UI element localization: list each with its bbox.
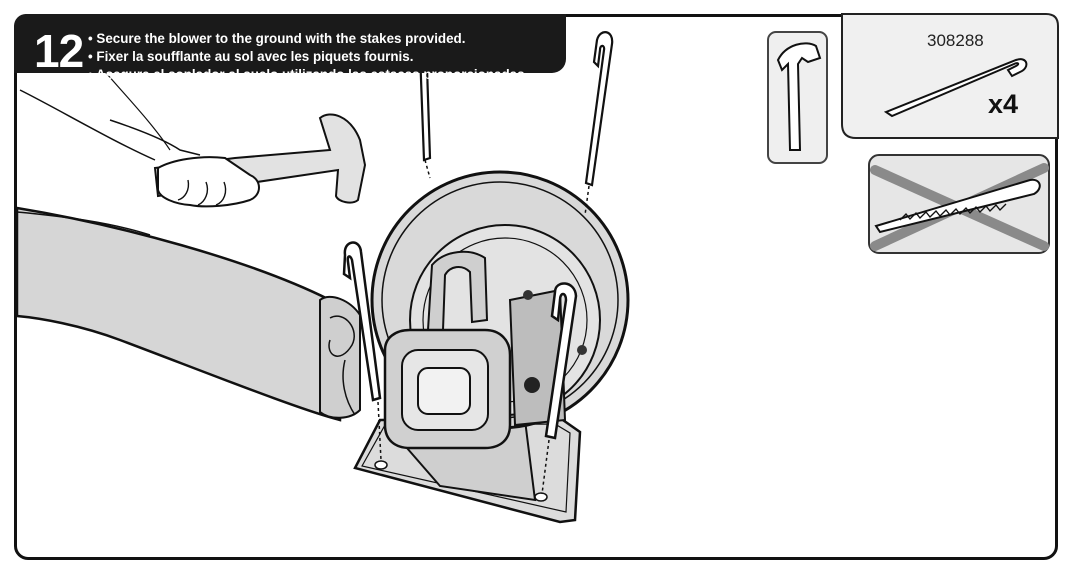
serrated-stake-crossed-icon <box>868 154 1050 254</box>
stake-lower-right <box>541 282 578 495</box>
instruction-spanish: • Asegure el soplador al suelo utilizand… <box>88 67 529 82</box>
parts-panel <box>841 13 1059 139</box>
stake-icon <box>883 58 1028 118</box>
step-header: 12 • Secure the blower to the ground wit… <box>14 14 566 82</box>
blower-handle <box>426 250 489 331</box>
part-number: 308288 <box>927 31 984 50</box>
instruction-french: • Fixer la soufflante au sol avec les pi… <box>88 49 414 64</box>
stake-lower-left <box>342 241 382 461</box>
stake-upper-right <box>584 31 614 216</box>
hand-with-hammer <box>109 113 367 208</box>
inflatable-tube <box>15 206 347 422</box>
blower-motor <box>508 288 567 427</box>
step-number: 12 <box>34 25 84 77</box>
hammer-icon <box>767 31 828 164</box>
base-stake-hole-right <box>534 492 548 502</box>
part-quantity: x4 <box>988 89 1019 119</box>
base-stake-hole-left <box>374 460 388 470</box>
instruction-english: • Secure the blower to the ground with t… <box>88 31 466 46</box>
